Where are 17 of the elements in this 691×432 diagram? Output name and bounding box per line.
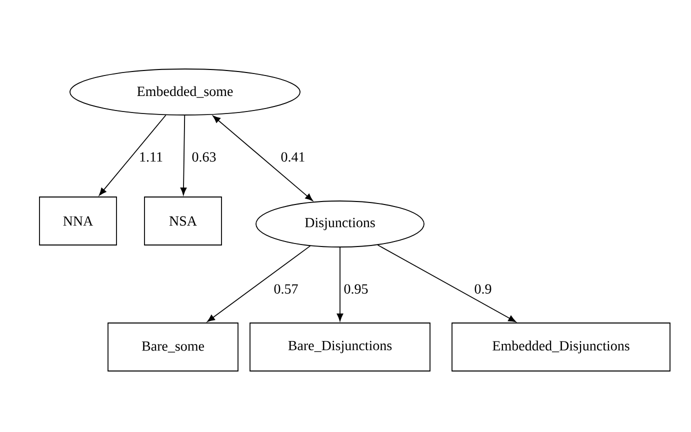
- edge-label: 1.11: [138, 151, 164, 163]
- arrow: [98, 114, 166, 196]
- observed-box: Embedded_Disjunctions: [452, 322, 670, 372]
- arrow: [377, 244, 516, 322]
- observed-box: NNA: [39, 196, 117, 246]
- arrow: [207, 246, 311, 322]
- observed-box: NSA: [144, 196, 222, 246]
- arrow: [180, 115, 187, 196]
- edge-label: 0.95: [342, 283, 370, 295]
- arrow: [336, 247, 344, 322]
- edge-label: 0.41: [280, 151, 306, 163]
- edge-label: 0.63: [190, 151, 218, 163]
- observed-box: Bare_Disjunctions: [250, 322, 430, 372]
- observed-box: Bare_some: [108, 322, 238, 372]
- edge-label: 0.9: [473, 283, 493, 295]
- arrow: [212, 116, 313, 201]
- edge-label: 0.57: [272, 283, 300, 295]
